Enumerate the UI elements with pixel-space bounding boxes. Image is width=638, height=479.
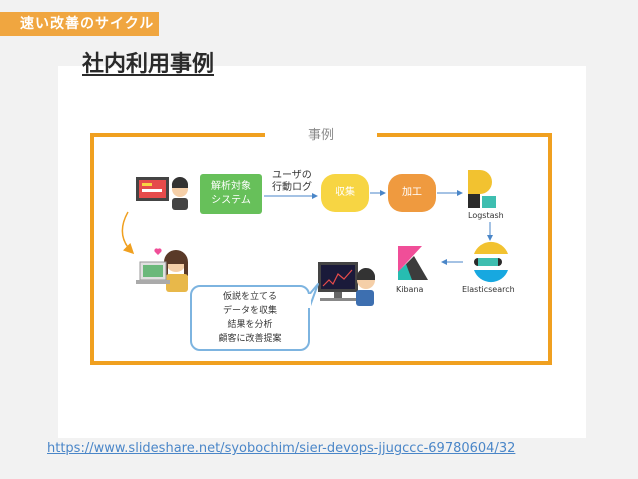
user-log-label: ユーザの 行動ログ bbox=[272, 170, 312, 194]
section-tag: 速い改善のサイクル bbox=[0, 12, 159, 36]
user-log-line1: ユーザの bbox=[272, 170, 312, 181]
target-system-line2: システム bbox=[211, 195, 251, 206]
kibana-label: Kibana bbox=[396, 285, 424, 294]
user-log-line2: 行動ログ bbox=[272, 182, 312, 193]
speech-bubble: 仮説を立てる データを収集 結果を分析 顧客に改善提案 bbox=[190, 285, 310, 351]
logstash-logo-icon bbox=[468, 170, 496, 208]
elasticsearch-logo-icon bbox=[474, 241, 508, 283]
target-system-box: 解析対象 システム bbox=[200, 174, 262, 214]
analyst-at-monitor-illustration bbox=[318, 262, 375, 306]
target-system-line1: 解析対象 bbox=[211, 181, 251, 192]
frame-label-gap bbox=[265, 130, 377, 140]
page-title: 社内利用事例 bbox=[82, 52, 215, 77]
person-at-computer-illustration bbox=[136, 176, 188, 210]
kibana-logo-icon bbox=[398, 246, 428, 280]
elasticsearch-label: Elasticsearch bbox=[462, 285, 515, 294]
frame-label: 事例 bbox=[307, 128, 334, 143]
bubble-line-2: データを収集 bbox=[222, 306, 277, 316]
bubble-line-3: 結果を分析 bbox=[227, 320, 273, 330]
logstash-label: Logstash bbox=[468, 211, 504, 220]
bubble-line-1: 仮説を立てる bbox=[222, 292, 277, 302]
collect-box: 収集 bbox=[321, 174, 369, 212]
source-link[interactable]: https://www.slideshare.net/syobochim/sie… bbox=[47, 441, 516, 456]
person-with-laptop-illustration bbox=[136, 248, 188, 292]
arrow-user-cycle bbox=[121, 211, 135, 255]
process-box: 加工 bbox=[388, 174, 436, 212]
bubble-line-4: 顧客に改善提案 bbox=[218, 334, 282, 344]
